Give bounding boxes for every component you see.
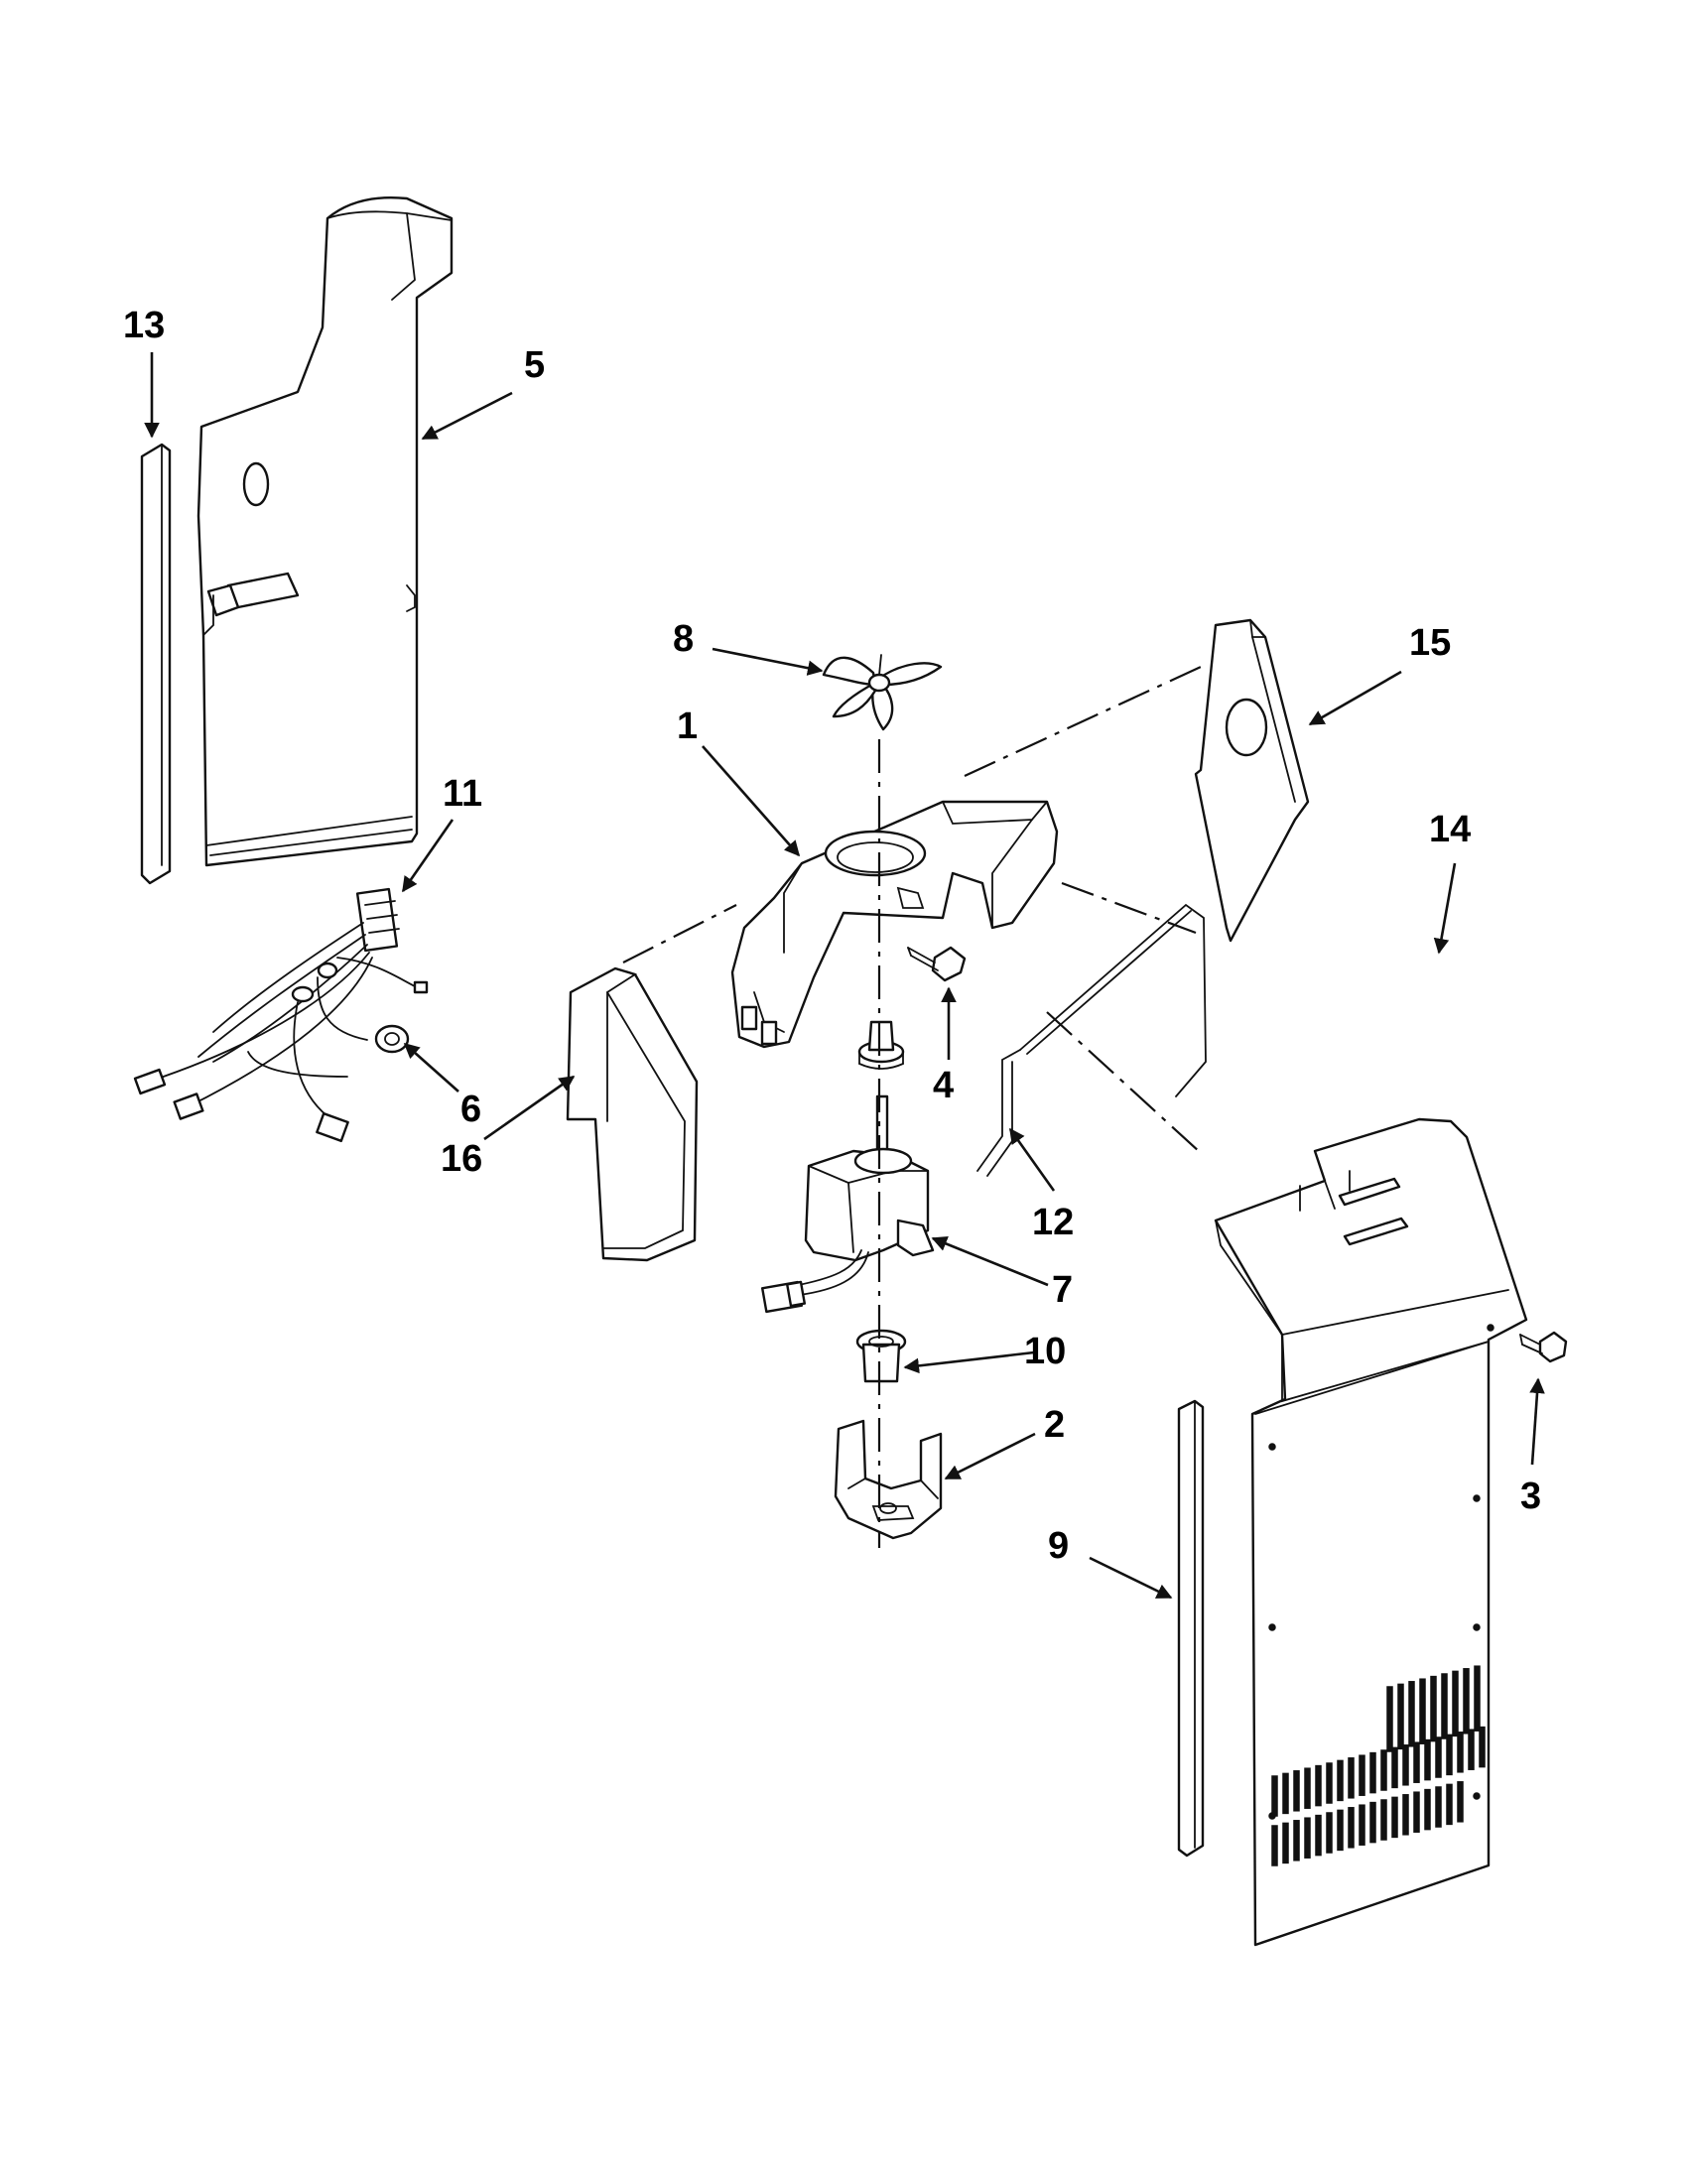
vent-slot xyxy=(1397,1683,1404,1750)
vent-slot xyxy=(1282,1822,1289,1864)
part-motor-mount-top xyxy=(857,1020,905,1070)
vent-slot xyxy=(1402,1744,1409,1786)
vent-slot xyxy=(1337,1809,1344,1852)
vent-slot xyxy=(1408,1681,1415,1747)
vent-slot xyxy=(1419,1678,1426,1744)
vent-slot xyxy=(1359,1804,1365,1846)
part-15-side-panel xyxy=(1194,618,1310,943)
callout-6: 6 xyxy=(460,1089,481,1130)
vent-slot xyxy=(1441,1673,1448,1739)
callout-10: 10 xyxy=(1024,1331,1066,1372)
vent-slot xyxy=(1435,1786,1442,1828)
vent-slot xyxy=(1402,1794,1409,1836)
vent-slot xyxy=(1348,1807,1355,1849)
vent-slot xyxy=(1304,1817,1311,1859)
vent-slot xyxy=(1457,1781,1464,1823)
part-5-duct-cover xyxy=(196,196,454,867)
part-1-fan-housing xyxy=(730,800,1059,1049)
part-11-wire-harness xyxy=(133,887,429,1143)
vent-slot xyxy=(1446,1734,1453,1776)
callout-9: 9 xyxy=(1048,1525,1069,1567)
part-16-side-panel xyxy=(566,966,699,1262)
part-9-strip xyxy=(1177,1399,1205,1858)
part-12-wire-bracket xyxy=(976,903,1207,1177)
vent-slot xyxy=(1304,1767,1311,1809)
vent-slot xyxy=(1326,1762,1333,1804)
part-14-vent-slots xyxy=(1271,1665,1486,1866)
vent-slot xyxy=(1413,1741,1420,1783)
vent-slot xyxy=(1326,1812,1333,1854)
vent-slot xyxy=(1293,1820,1300,1862)
vent-slot xyxy=(1380,1749,1387,1791)
callout-4: 4 xyxy=(933,1065,954,1106)
vent-slot xyxy=(1348,1757,1355,1799)
vent-slot xyxy=(1413,1791,1420,1833)
vent-slot xyxy=(1391,1746,1398,1789)
vent-slot xyxy=(1424,1738,1431,1781)
part-7-fan-motor xyxy=(760,1094,935,1314)
callout-1: 1 xyxy=(677,706,698,747)
vent-slot xyxy=(1359,1754,1365,1796)
vent-slot xyxy=(1430,1675,1437,1742)
vent-slot xyxy=(1380,1799,1387,1841)
vent-slot xyxy=(1463,1668,1470,1734)
callout-14: 14 xyxy=(1429,809,1471,850)
vent-slot xyxy=(1479,1726,1486,1768)
callout-7: 7 xyxy=(1052,1269,1073,1311)
vent-slot xyxy=(1337,1759,1344,1802)
callout-8: 8 xyxy=(673,618,694,660)
part-8-fan-blade xyxy=(822,654,943,731)
callout-15: 15 xyxy=(1409,622,1451,664)
part-2-motor-bracket xyxy=(834,1419,943,1540)
vent-slot xyxy=(1457,1732,1464,1773)
vent-slot xyxy=(1369,1751,1376,1794)
callout-11: 11 xyxy=(443,773,482,815)
vent-slot xyxy=(1446,1783,1453,1826)
assembly-lines xyxy=(622,666,1202,1548)
callout-13: 13 xyxy=(123,305,165,346)
vent-slot xyxy=(1474,1665,1481,1732)
callout-12: 12 xyxy=(1032,1202,1074,1243)
part-3-screw xyxy=(1519,1331,1568,1363)
callout-3: 3 xyxy=(1520,1476,1541,1517)
vent-slot xyxy=(1271,1825,1278,1866)
vent-slot xyxy=(1293,1770,1300,1812)
vent-slot xyxy=(1468,1729,1475,1770)
part-13-strip xyxy=(140,443,172,885)
vent-slot xyxy=(1424,1788,1431,1831)
part-10-bushing xyxy=(855,1329,907,1383)
vent-slot xyxy=(1452,1670,1459,1737)
part-4-screw xyxy=(907,946,967,982)
vent-slot xyxy=(1386,1686,1393,1752)
callout-5: 5 xyxy=(524,344,545,386)
callout-2: 2 xyxy=(1044,1404,1065,1446)
vent-slot xyxy=(1282,1772,1289,1815)
callout-16: 16 xyxy=(441,1138,482,1180)
vent-slot xyxy=(1271,1775,1278,1817)
callout-labels: 13 5 8 15 1 14 11 6 4 16 12 7 10 3 2 9 xyxy=(123,305,1541,1567)
vent-slot xyxy=(1315,1764,1322,1807)
leader-arrows xyxy=(144,352,1545,1600)
vent-slot xyxy=(1369,1801,1376,1844)
vent-slot xyxy=(1435,1736,1442,1778)
vent-slot xyxy=(1391,1796,1398,1839)
vent-slot xyxy=(1315,1814,1322,1857)
